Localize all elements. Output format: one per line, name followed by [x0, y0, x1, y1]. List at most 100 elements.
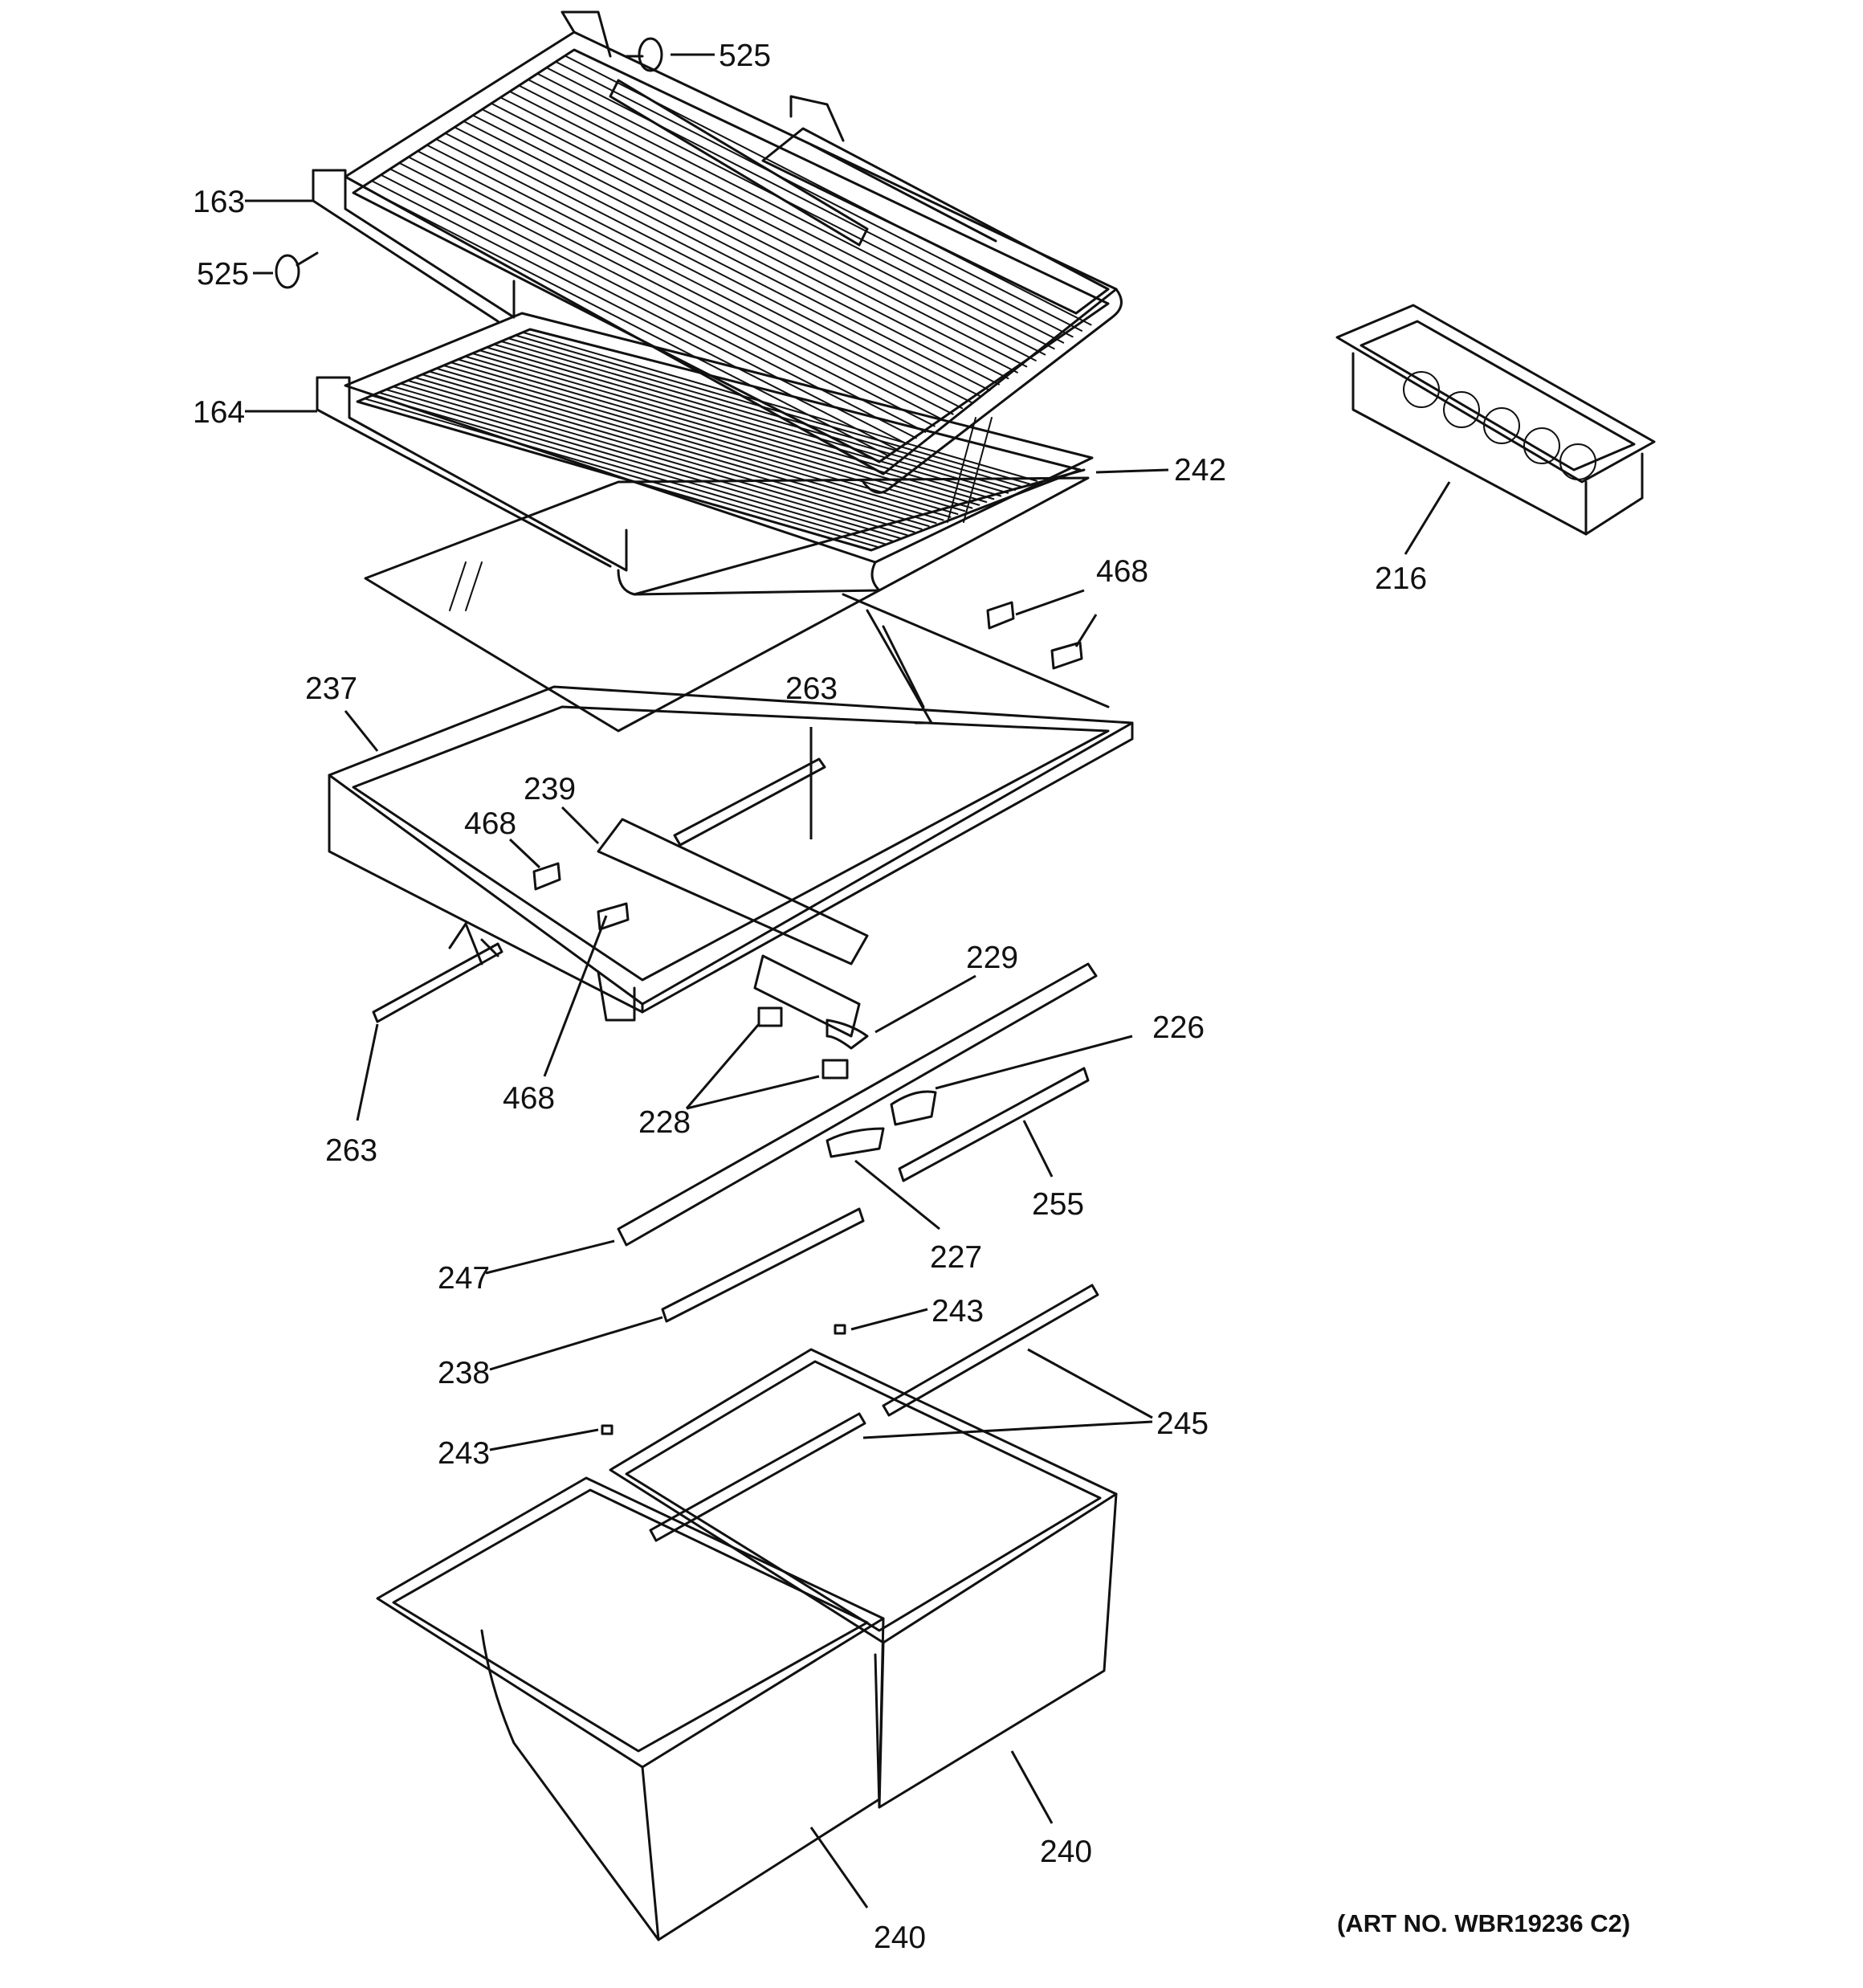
lever-227-drawing: [826, 1127, 885, 1158]
shelf-164-drawing: [316, 312, 1094, 596]
shelf-wire: [481, 108, 1009, 380]
shelf-wire: [417, 150, 945, 422]
shelf-wire: [457, 358, 973, 509]
shelf-wire: [493, 343, 1009, 494]
shelf-wire: [398, 161, 927, 433]
shelf-wire: [442, 365, 959, 515]
shelf-wire: [361, 186, 890, 457]
shelf-wire: [499, 96, 1028, 368]
callout-242: 242: [1174, 453, 1226, 488]
shelf-wire: [527, 79, 1055, 350]
rail-245-left-drawing: [649, 1412, 866, 1542]
shelf-wire: [435, 138, 964, 410]
shelf-wire: [508, 337, 1024, 488]
shelf-right-drawing: [761, 95, 1110, 315]
shelf-wire: [454, 126, 982, 398]
shelf-wire: [370, 180, 899, 451]
callout-525-left: 525: [197, 257, 249, 292]
callout-labels: 525 163 525 164 242 216 468 237 263 239 …: [193, 39, 1630, 1955]
control-229-drawing: [826, 1018, 869, 1050]
art-number: (ART NO. WBR19236 C2): [1337, 1909, 1630, 1937]
callout-216: 216: [1375, 561, 1427, 596]
shelf-wire: [385, 389, 901, 539]
shelf-wire: [463, 120, 991, 391]
rail-263-center-drawing: [673, 757, 826, 847]
callout-226: 226: [1152, 1010, 1205, 1045]
shelf-wire: [380, 173, 908, 445]
callout-229: 229: [966, 941, 1018, 975]
callout-243-top: 243: [932, 1294, 984, 1329]
callout-227: 227: [930, 1240, 982, 1275]
shelf-wire: [471, 353, 988, 503]
callout-468-bottom: 468: [503, 1081, 555, 1116]
leader-lines: [245, 53, 1451, 1908]
shelf-wire: [435, 367, 952, 518]
shelf-wire: [444, 132, 972, 403]
callout-240-right: 240: [1040, 1835, 1092, 1869]
shelf-wire: [555, 60, 1083, 332]
shelf-wire: [522, 331, 1038, 482]
shelf-wire: [392, 386, 908, 537]
callout-263-left: 263: [325, 1133, 377, 1168]
rail-255-drawing: [898, 1067, 1090, 1182]
shelf-wire: [428, 370, 944, 521]
callout-239: 239: [524, 772, 576, 806]
shelf-wire: [414, 377, 930, 527]
trim-247-drawing: [617, 962, 1098, 1247]
shelf-wire: [479, 349, 995, 500]
drawer-240-left-drawing: [376, 1476, 885, 1941]
callout-164: 164: [193, 395, 245, 430]
shelf-wire: [426, 144, 954, 415]
callout-468-left: 468: [464, 806, 516, 841]
frame-237-drawing: [328, 593, 1134, 1022]
screw-525-b-drawing: [275, 251, 319, 289]
slide-239-drawing: [597, 818, 869, 1038]
shelf-wire: [500, 341, 1017, 491]
shelf-wire: [564, 55, 1092, 326]
shelf-wire: [406, 379, 923, 530]
shelf-wire: [370, 394, 887, 545]
callout-238: 238: [438, 1356, 490, 1390]
shelf-wire: [389, 168, 917, 439]
callout-255: 255: [1032, 1187, 1084, 1222]
callout-468-top: 468: [1096, 554, 1148, 589]
shelf-wire: [450, 361, 966, 512]
callout-525-top: 525: [719, 39, 771, 73]
control-228-drawing: [757, 1006, 849, 1080]
shelf-163-drawing: [312, 10, 1123, 494]
clip-468-b-drawing: [1050, 641, 1083, 670]
rail-238-drawing: [661, 1207, 865, 1323]
callout-228: 228: [638, 1105, 691, 1140]
drawer-240-right-drawing: [609, 1348, 1118, 1809]
callout-263-center: 263: [785, 672, 838, 706]
shelf-wire: [518, 84, 1046, 356]
shelf-wire: [490, 102, 1018, 374]
callout-243-left: 243: [438, 1436, 490, 1471]
pad-243-b-drawing: [601, 1424, 614, 1435]
shelf-wire: [486, 346, 1002, 497]
callout-245: 245: [1156, 1406, 1209, 1441]
callout-237: 237: [305, 672, 357, 706]
clip-468-a-drawing: [986, 601, 1015, 630]
rail-245-right-drawing: [882, 1284, 1099, 1417]
shelf-wire: [515, 334, 1031, 485]
pad-243-a-drawing: [834, 1324, 846, 1335]
clip-468-d-drawing: [597, 902, 630, 931]
shelf-wire: [363, 398, 879, 549]
shelf-wire: [536, 72, 1065, 344]
shelf-wire: [471, 114, 1000, 386]
shelf-wire: [377, 391, 894, 542]
shelf-wire: [399, 382, 915, 533]
callout-240-left: 240: [874, 1921, 926, 1955]
clip-468-c-drawing: [532, 862, 561, 891]
callout-163: 163: [193, 185, 245, 219]
lever-226-drawing: [890, 1090, 937, 1126]
rail-263-left-drawing: [372, 942, 503, 1023]
shelf-wire: [508, 90, 1037, 361]
shelf-wire: [545, 67, 1074, 338]
shelf-wire: [421, 374, 937, 525]
shelf-wire: [407, 156, 936, 427]
callout-247: 247: [438, 1261, 490, 1296]
screw-525-a-drawing: [625, 37, 663, 72]
